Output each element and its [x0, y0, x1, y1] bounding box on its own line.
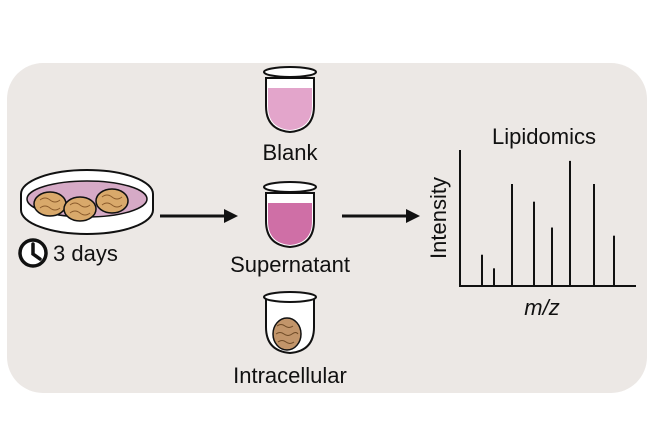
duration-label: 3 days [53, 241, 118, 266]
arrow-icon [160, 209, 238, 223]
clock-icon [18, 238, 48, 268]
sample-label-blank: Blank [262, 140, 318, 165]
sample-label-supernatant: Supernatant [230, 252, 350, 277]
y-axis-label: Intensity [426, 177, 451, 259]
arrow-icon [342, 209, 420, 223]
spectrum-title: Lipidomics [492, 124, 596, 149]
tube-icon-supernatant [263, 181, 317, 249]
mass-spectrum-plot [459, 150, 636, 287]
petri-dish-icon [20, 169, 154, 235]
tube-cell-pellet-icon [263, 291, 317, 355]
background-panel [7, 63, 647, 393]
tube-icon-blank [263, 66, 317, 134]
x-axis-label: m/z [524, 295, 559, 320]
sample-label-intracellular: Intracellular [233, 363, 347, 388]
cell-cluster-icon [33, 188, 129, 222]
